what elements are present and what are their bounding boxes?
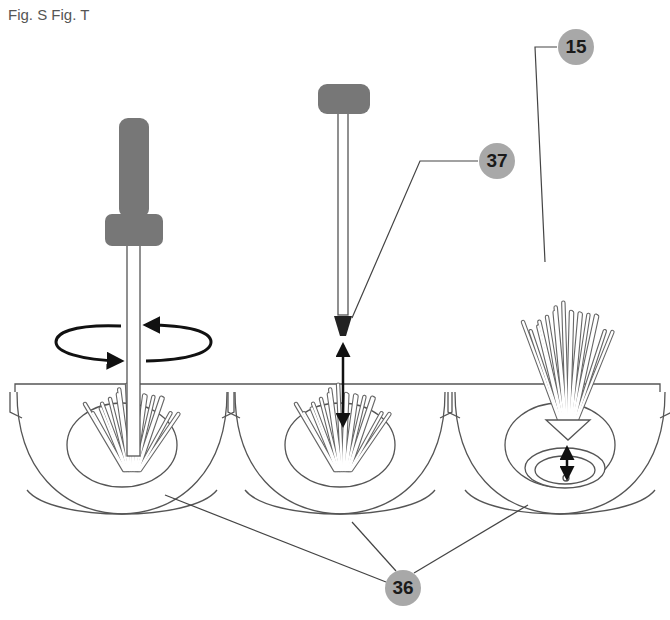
bristle (563, 303, 567, 422)
screw-tool (318, 84, 370, 425)
figure-title: Fig. S Fig. T (8, 6, 89, 23)
bristle (574, 317, 597, 423)
basin-lip (27, 490, 217, 514)
bristle (351, 414, 389, 470)
callout-number: 15 (558, 29, 594, 65)
rotation-arrow (56, 326, 121, 361)
brush-head (546, 420, 590, 478)
rotation-arrow (146, 325, 211, 361)
leader-line (352, 161, 478, 318)
bristle (350, 413, 382, 470)
tool-shaft (127, 244, 140, 456)
basin-ring (535, 456, 595, 484)
bristle (338, 385, 342, 470)
bristle (575, 331, 605, 422)
basin-lip (465, 490, 655, 514)
brush (523, 303, 612, 422)
leader-line (414, 505, 528, 573)
move-arrow (566, 448, 569, 478)
move-arrow (342, 345, 345, 425)
tool-shaft (338, 110, 348, 315)
bristle (576, 332, 612, 422)
basin-ring (525, 448, 605, 488)
leader-line (165, 495, 386, 582)
leader-line (352, 522, 396, 571)
brush-base (546, 420, 590, 440)
basin-lip (245, 490, 435, 514)
tool-handle (318, 84, 370, 114)
leader-lines (165, 47, 557, 582)
bristle (296, 404, 335, 470)
leader-line (535, 47, 557, 262)
bristle (140, 414, 178, 470)
tool-collar (105, 214, 163, 246)
callout-number: 37 (479, 143, 515, 179)
tool-handle (119, 118, 149, 218)
bristle (576, 332, 612, 422)
callout-number: 36 (385, 570, 421, 606)
screw (334, 316, 352, 336)
bristle (85, 404, 124, 470)
rotating-tool (56, 118, 211, 456)
brush-bristles (85, 303, 612, 470)
bristle (139, 413, 171, 470)
